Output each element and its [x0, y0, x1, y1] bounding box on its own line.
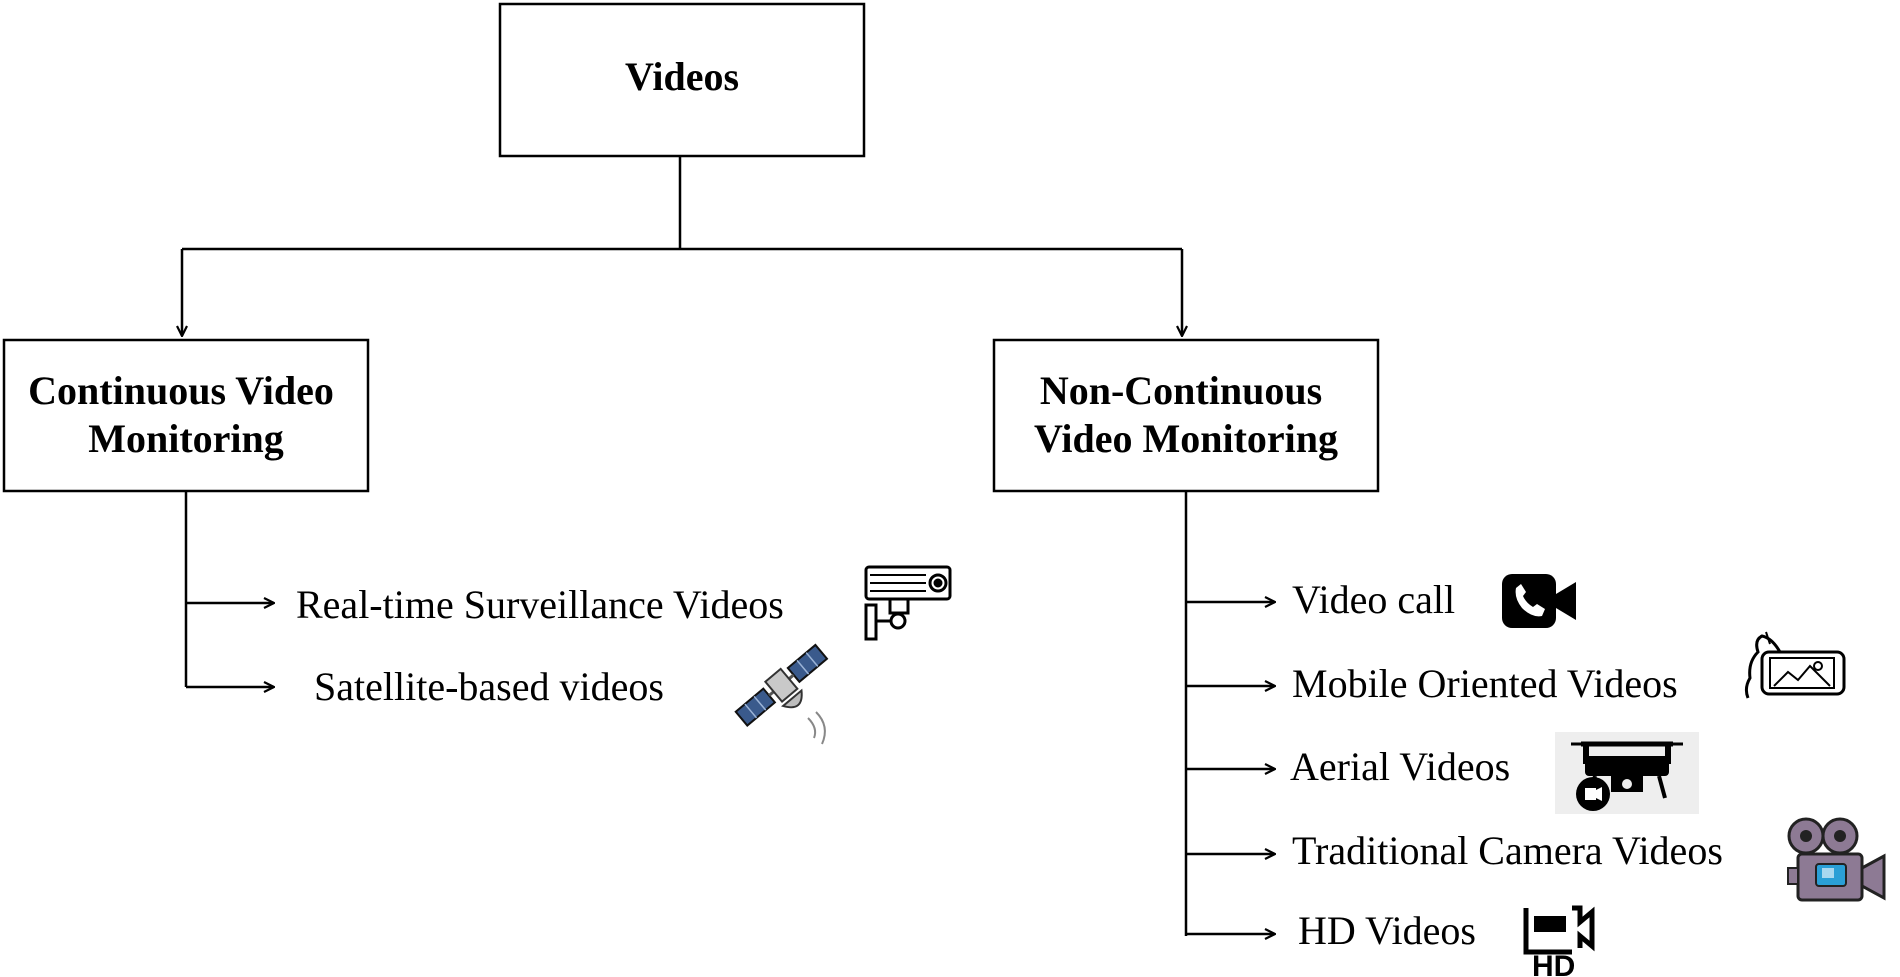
non-continuous-monitoring-line-1: Non-Continuous [1040, 368, 1322, 413]
item-mobile-videos: Mobile Oriented Videos [1292, 661, 1678, 706]
item-traditional-camera-videos: Traditional Camera Videos [1292, 828, 1723, 873]
continuous-monitoring-line-2: Monitoring [88, 416, 284, 461]
cctv-camera-icon [864, 565, 952, 641]
mobile-phone-icon [1744, 631, 1846, 699]
item-aerial-videos: Aerial Videos [1290, 744, 1510, 789]
satellite-icon [734, 643, 829, 727]
drone-camera-icon [1555, 732, 1699, 814]
video-call-icon [1502, 574, 1576, 628]
item-surveillance-videos: Real-time Surveillance Videos [296, 582, 784, 627]
satellite-signal [807, 711, 826, 745]
svg-text:HD: HD [1532, 950, 1575, 977]
non-continuous-monitoring-line-2: Video Monitoring [1034, 416, 1338, 461]
item-video-call: Video call [1292, 577, 1455, 622]
item-hd-videos: HD Videos [1298, 908, 1476, 953]
item-satellite-videos: Satellite-based videos [314, 664, 664, 709]
root-connectors [182, 156, 1182, 336]
continuous-connectors [184, 491, 274, 687]
continuous-monitoring-label: Continuous Video Monitoring [28, 368, 344, 461]
film-camera-icon [1787, 817, 1886, 902]
hd-video-icon: HD [1523, 905, 1595, 977]
continuous-monitoring-line-1: Continuous Video [28, 368, 334, 413]
non-continuous-connectors [1184, 491, 1275, 936]
non-continuous-monitoring-label: Non-Continuous Video Monitoring [1034, 368, 1338, 461]
root-label: Videos [625, 54, 739, 99]
root-box [498, 2, 866, 158]
